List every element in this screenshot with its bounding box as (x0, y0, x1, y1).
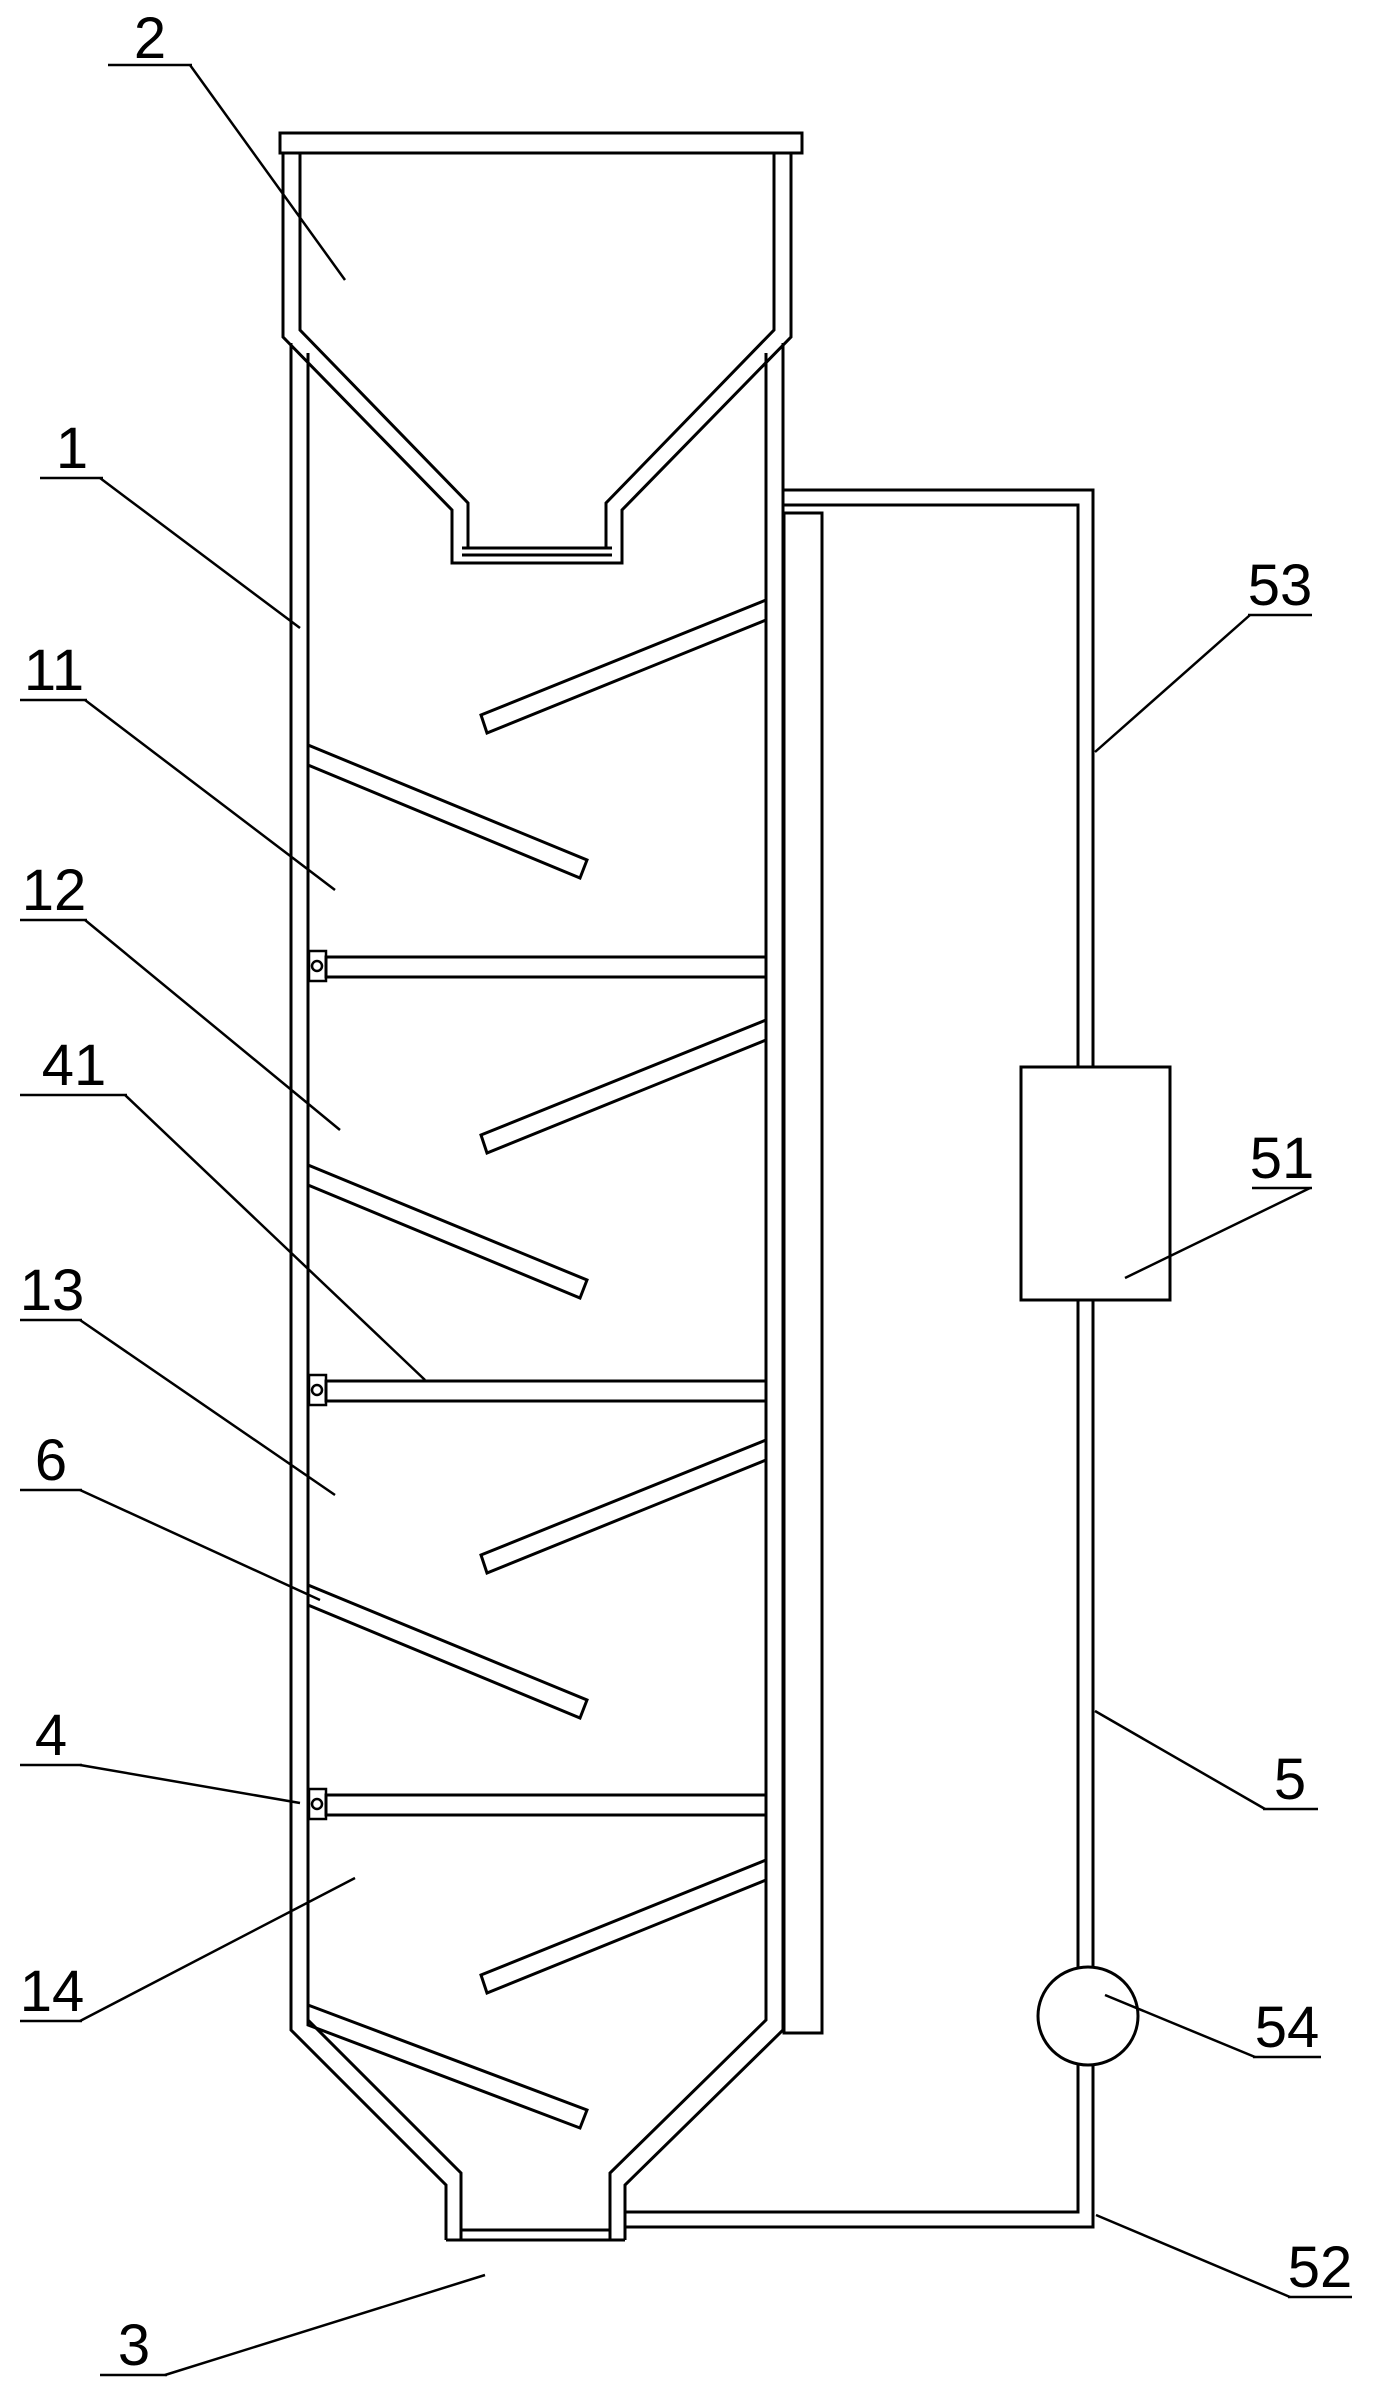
baffle-right-4 (479, 1857, 768, 1995)
baffle-left-4 (306, 2002, 589, 2130)
baffle-left-3 (306, 1582, 589, 1720)
label-53: 53 (1248, 553, 1313, 618)
reference-labels: 2 1 11 12 41 13 6 4 14 3 53 51 5 54 52 (20, 6, 1353, 2378)
baffle-left-2 (306, 1162, 589, 1300)
label-52: 52 (1288, 2235, 1353, 2300)
baffle-left-1 (306, 742, 589, 880)
label-51: 51 (1250, 1126, 1315, 1191)
tower-body (289, 343, 785, 2242)
leader-lines (79, 64, 1311, 2377)
label-13: 13 (20, 1258, 85, 1323)
device-box (1019, 1065, 1172, 1302)
baffles (306, 597, 768, 2130)
label-41: 41 (42, 1033, 107, 1098)
baffle-right-2 (479, 1017, 768, 1155)
circulation-loop (625, 488, 1172, 2229)
label-3: 3 (118, 2313, 150, 2378)
inner-vertical-rod (782, 511, 824, 2035)
label-4: 4 (35, 1703, 67, 1768)
baffle-right-1 (479, 597, 768, 735)
partition-plates (307, 949, 768, 1821)
label-11: 11 (24, 638, 84, 703)
label-underlines (20, 63, 1352, 2377)
label-12: 12 (22, 858, 87, 923)
partition-plate-2 (307, 1373, 768, 1407)
partition-plate-3 (307, 1787, 768, 1821)
baffle-right-3 (479, 1437, 768, 1575)
label-2: 2 (134, 6, 166, 71)
pump-circle (1036, 1965, 1140, 2067)
label-54: 54 (1255, 1995, 1320, 2060)
label-1: 1 (56, 416, 88, 481)
feed-hopper (278, 131, 804, 565)
label-14: 14 (20, 1959, 85, 2024)
label-6: 6 (35, 1428, 67, 1493)
partition-plate-1 (307, 949, 768, 983)
label-5: 5 (1274, 1747, 1306, 1812)
